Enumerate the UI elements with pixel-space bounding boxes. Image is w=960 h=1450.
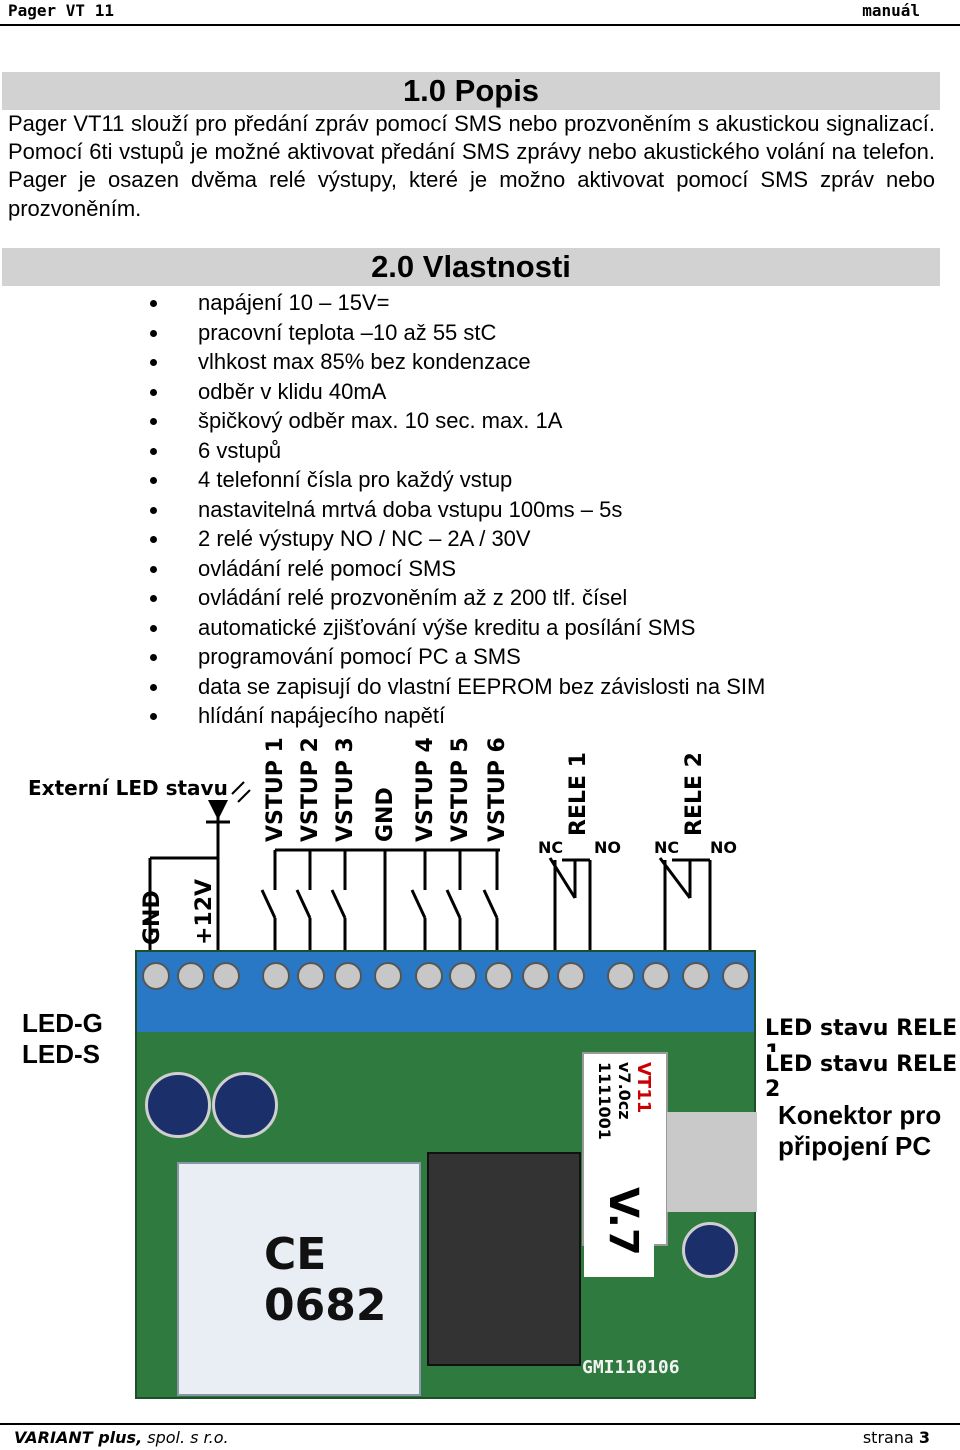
bullet — [150, 418, 157, 425]
sticker-version: v7.0cz — [615, 1062, 634, 1120]
terminal-block — [137, 952, 754, 1032]
gnd2-label: GND — [373, 787, 398, 842]
konektor-label: Konektor pro připojení PC — [778, 1100, 958, 1162]
board-code: GMI110106 — [582, 1357, 680, 1378]
capacitor — [682, 1222, 738, 1278]
gsm-module: CE 0682 — [177, 1162, 421, 1396]
header-right: manuál — [862, 1, 920, 20]
list-item: 4 telefonní čísla pro každý vstup — [0, 465, 765, 495]
list-item: data se zapisují do vlastní EEPROM bez z… — [0, 672, 765, 702]
list-item: vlhkost max 85% bez kondenzace — [0, 347, 765, 377]
list-item: automatické zjišťování výše kreditu a po… — [0, 613, 765, 643]
bullet — [150, 477, 157, 484]
list-item: nastavitelná mrtvá doba vstupu 100ms – 5… — [0, 495, 765, 525]
list-item: 6 vstupů — [0, 436, 765, 466]
list-item: hlídání napájecího napětí — [0, 701, 765, 731]
sticker-serial: 1111001 — [595, 1062, 614, 1140]
vstup6-label: VSTUP 6 — [485, 737, 510, 842]
rele2-label: RELE 2 — [682, 752, 707, 836]
bullet — [150, 683, 157, 691]
section-title-vlastnosti: 2.0 Vlastnosti — [2, 248, 940, 286]
bullet — [150, 506, 157, 514]
bullet — [150, 359, 157, 366]
rele1-nc-label: NC — [538, 838, 564, 857]
list-item: špičkový odběr max. 10 sec. max. 1A — [0, 406, 765, 436]
led-g-label: LED-G — [22, 1008, 103, 1039]
pc-connector — [667, 1112, 757, 1212]
rele2-no-label: NO — [710, 838, 737, 857]
led-rele2-label: LED stavu RELE 2 — [765, 1052, 960, 1102]
features-list: napájení 10 – 15V= pracovní teplota –10 … — [0, 288, 765, 731]
bullet — [150, 624, 157, 632]
capacitor — [212, 1072, 278, 1138]
page-header: Pager VT 11 manuál — [8, 0, 920, 22]
description-paragraph: Pager VT11 slouží pro předání zpráv pomo… — [8, 111, 935, 221]
page-footer: VARIANT plus, spol. s r.o. strana 3 — [14, 1426, 930, 1448]
rele1-label: RELE 1 — [566, 752, 591, 836]
header-title: Pager VT 11 — [8, 1, 114, 20]
sticker-vt11: VT11 — [633, 1062, 654, 1114]
wiring-lines — [148, 781, 712, 952]
list-item: programování pomocí PC a SMS — [0, 642, 765, 672]
bullet — [150, 536, 157, 543]
list-item: ovládání relé pomocí SMS — [0, 554, 765, 584]
bullet — [150, 565, 157, 573]
list-item: odběr v klidu 40mA — [0, 377, 765, 407]
bullet — [150, 654, 157, 661]
bullet — [150, 447, 157, 455]
footer-company: VARIANT plus, spol. s r.o. — [14, 1428, 229, 1447]
wiring-diagram: Externí LED stavu — [0, 737, 960, 1420]
sim-holder — [427, 1152, 581, 1366]
header-rule — [0, 24, 960, 26]
bullet — [150, 329, 157, 337]
vstup3-label: VSTUP 3 — [333, 737, 358, 842]
list-item: 2 relé výstupy NO / NC – 2A / 30V — [0, 524, 765, 554]
footer-rule — [0, 1423, 960, 1425]
gnd-label: GND — [140, 890, 165, 945]
ce-mark: CE 0682 — [264, 1229, 387, 1331]
led-s-label: LED-S — [22, 1039, 100, 1070]
bullet — [150, 595, 157, 602]
vstup1-label: VSTUP 1 — [263, 737, 288, 842]
bullet — [150, 388, 157, 396]
external-led-label: Externí LED stavu — [28, 776, 228, 800]
rele1-no-label: NO — [594, 838, 621, 857]
bullet — [150, 713, 157, 720]
v7-sticker: V.7 — [584, 1177, 654, 1277]
capacitor — [145, 1072, 211, 1138]
list-item: ovládání relé prozvoněním až z 200 tlf. … — [0, 583, 765, 613]
v7-text: V.7 — [600, 1187, 646, 1256]
list-item: napájení 10 – 15V= — [0, 288, 765, 318]
vstup5-label: VSTUP 5 — [448, 737, 473, 842]
vstup2-label: VSTUP 2 — [298, 737, 323, 842]
vstup4-label: VSTUP 4 — [413, 737, 438, 842]
rele2-nc-label: NC — [654, 838, 680, 857]
section-title-popis: 1.0 Popis — [2, 72, 940, 110]
list-item: pracovní teplota –10 až 55 stC — [0, 318, 765, 348]
footer-page: strana 3 — [862, 1428, 930, 1447]
v12-label: +12V — [192, 878, 217, 945]
bullet — [150, 300, 157, 307]
pcb-board: CE 0682 VT11 v7.0cz 1111001 V.7 GMI11010… — [135, 950, 757, 1399]
